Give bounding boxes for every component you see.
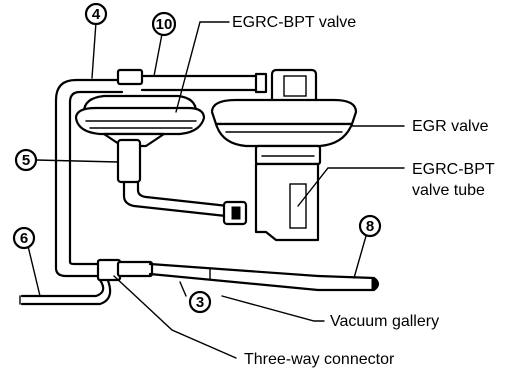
svg-text:3: 3 xyxy=(196,294,204,311)
callout-4: 4 xyxy=(84,2,108,26)
hose-10 xyxy=(140,72,268,94)
leader-lines xyxy=(27,21,405,359)
callout-6: 6 xyxy=(12,226,36,250)
callout-5: 5 xyxy=(14,148,38,172)
svg-text:5: 5 xyxy=(22,152,30,169)
label-egrc-bpt-tube-line1: EGRC-BPT xyxy=(412,161,495,178)
egrc-bpt-valve xyxy=(74,68,206,184)
egrc-bpt-valve-tube xyxy=(122,180,248,226)
svg-text:4: 4 xyxy=(92,6,101,23)
callout-8: 8 xyxy=(358,214,382,238)
callout-10: 10 xyxy=(151,11,177,37)
svg-text:8: 8 xyxy=(366,218,374,235)
label-egrc-bpt-tube-line2: valve tube xyxy=(412,182,485,199)
svg-text:10: 10 xyxy=(156,16,173,33)
hose-8 xyxy=(316,274,380,292)
three-way-connector xyxy=(96,258,154,282)
callout-3: 3 xyxy=(188,290,212,314)
label-egrc-bpt-valve: EGRC-BPT valve xyxy=(232,14,356,31)
hose-4 xyxy=(54,78,124,278)
svg-text:6: 6 xyxy=(20,230,28,247)
label-vacuum-gallery: Vacuum gallery xyxy=(330,313,439,330)
label-three-way-connector: Three-way connector xyxy=(244,351,395,368)
label-egr-valve: EGR valve xyxy=(412,118,489,135)
hose-3-vacuum-line xyxy=(148,262,320,292)
egr-valve xyxy=(210,68,358,242)
